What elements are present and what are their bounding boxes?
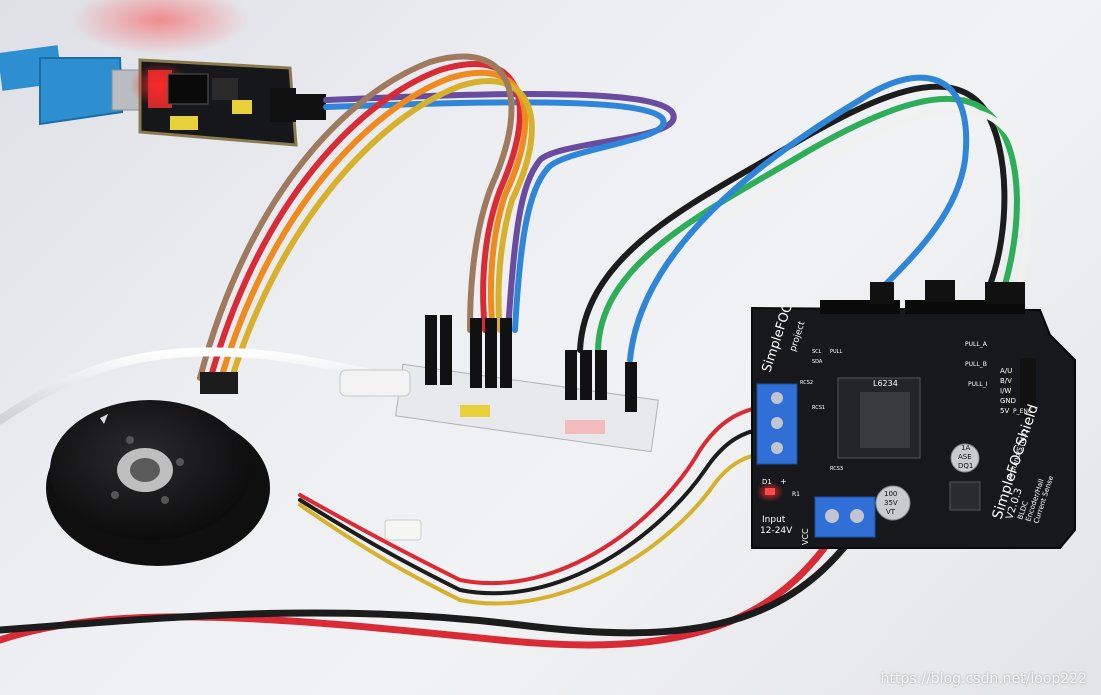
- p-enc: P_ENC: [1013, 408, 1032, 415]
- pin-5v: 5V: [1000, 407, 1009, 415]
- pin-a: A/U: [1000, 367, 1012, 375]
- cap1-top: 1A: [961, 444, 970, 452]
- usb-serial-adapter: [0, 45, 326, 147]
- pull-i: PULL_I: [968, 381, 988, 388]
- simplefoc-shield: SimpleFOC project L6234 SimpleFOCShield …: [751, 280, 1076, 549]
- chip-label: L6234: [873, 379, 898, 388]
- cap2-mid: 35V: [884, 499, 898, 507]
- sda-label: SDA: [812, 359, 823, 365]
- pin-b: B/V: [1000, 377, 1012, 385]
- cap1-bot: DQ1: [958, 462, 973, 470]
- cap1-mid: ASE: [958, 453, 972, 461]
- rcs3-label: RCS3: [830, 466, 843, 472]
- red-glow: [70, 0, 250, 55]
- cap2-bot: VT: [886, 508, 896, 516]
- led-label: D1: [762, 478, 772, 486]
- pull-b: PULL_B: [965, 361, 987, 368]
- scl-label: SCL: [812, 349, 822, 355]
- pin-i: I/W: [1000, 387, 1011, 395]
- mcu-board: [339, 315, 659, 453]
- pull-label: PULL: [830, 349, 842, 355]
- cap2-top: 100: [884, 490, 897, 498]
- vcc-label: VCC: [801, 528, 810, 545]
- pull-a: PULL_A: [965, 341, 988, 348]
- led-plus: +: [780, 477, 787, 486]
- pin-gnd: GND: [1000, 397, 1016, 405]
- input-range: 12-24V: [760, 526, 793, 536]
- watermark: https://blog.csdn.net/loop222: [880, 671, 1087, 687]
- rcs2-label: RCS2: [800, 380, 813, 386]
- rcs1-label: RCS1: [812, 405, 825, 411]
- input-label: Input: [762, 515, 786, 525]
- r1-label: R1: [792, 491, 800, 498]
- gimbal-motor: [46, 372, 422, 566]
- jumper-wires: [0, 53, 1032, 649]
